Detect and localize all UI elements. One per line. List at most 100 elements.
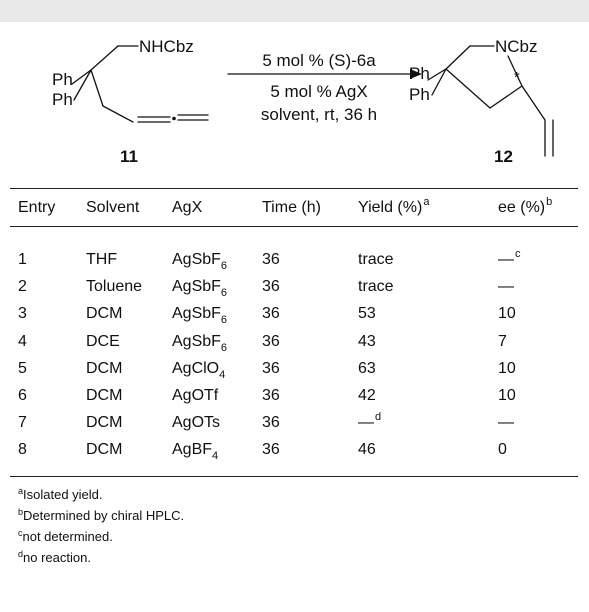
time-cell: 36 bbox=[262, 278, 280, 296]
footnote: bDetermined by chiral HPLC. bbox=[18, 506, 184, 527]
entry-cell: 6 bbox=[18, 387, 27, 404]
yield-value: 53 bbox=[358, 305, 376, 323]
product-bond-ph1 bbox=[427, 68, 447, 81]
ee-cell: 0 bbox=[498, 438, 507, 462]
yield-cell: 53 bbox=[358, 302, 376, 326]
table-bottom-rule bbox=[10, 476, 578, 477]
ee-cell: — bbox=[498, 411, 514, 435]
agx-subscript: 6 bbox=[220, 287, 228, 300]
solvent-cell: DCM bbox=[86, 359, 123, 377]
agx-subscript: 4 bbox=[212, 450, 219, 463]
reaction-scheme: Ph Ph NHCbz 11 5 mol % (S)-6a 5 mol % Ag… bbox=[0, 22, 589, 182]
column-header-text: ee (%) bbox=[498, 199, 546, 216]
footnote-mark: d bbox=[18, 549, 24, 559]
footnote-marker: b bbox=[546, 196, 553, 208]
agx-cell: AgSbF6 bbox=[172, 330, 227, 355]
stereocenter-asterisk: * bbox=[514, 69, 520, 86]
ee-value: — bbox=[498, 278, 514, 296]
agx-cell: AgBF4 bbox=[172, 438, 218, 463]
yield-cell: 42 bbox=[358, 384, 376, 408]
product-compound-label: 12 bbox=[494, 147, 513, 166]
ee-value: 7 bbox=[498, 332, 507, 350]
ee-value: 0 bbox=[498, 441, 507, 459]
footnote-marker: a bbox=[423, 196, 430, 208]
yield-value: 43 bbox=[358, 332, 376, 350]
agx-cell: AgSbF6 bbox=[172, 248, 227, 273]
condition-solvent-time: solvent, rt, 36 h bbox=[261, 105, 377, 124]
product-cbz-group: NCbz bbox=[495, 37, 538, 56]
solvent-cell: DCM bbox=[86, 305, 123, 323]
entry-cell: 3 bbox=[18, 305, 27, 323]
yield-value: 42 bbox=[358, 387, 376, 404]
product-ring-bond-3 bbox=[507, 55, 523, 87]
product-ring-bond-4 bbox=[489, 85, 523, 109]
yield-value: trace bbox=[358, 278, 394, 296]
footnote-mark: a bbox=[18, 486, 24, 496]
solvent-cell: Toluene bbox=[86, 278, 143, 296]
footnote-text: not determined. bbox=[22, 529, 113, 544]
product-ph-top: Ph bbox=[409, 64, 430, 83]
footnote-text: Isolated yield. bbox=[23, 487, 103, 502]
agx-formula: AgSbF bbox=[172, 305, 221, 323]
agx-formula: AgClO bbox=[172, 359, 220, 377]
yield-cell: trace bbox=[358, 275, 394, 299]
entry-cell: 4 bbox=[18, 332, 27, 350]
footnote-mark: b bbox=[18, 507, 24, 517]
yield-value: trace bbox=[358, 251, 394, 268]
yield-cell: 43 bbox=[358, 330, 376, 354]
solvent-cell: DCE bbox=[86, 332, 120, 350]
reactant-bond-ph1 bbox=[71, 69, 92, 85]
ee-value: 10 bbox=[498, 359, 516, 377]
footnote-marker: c bbox=[515, 248, 521, 260]
solvent-cell: DCM bbox=[86, 387, 123, 404]
reaction-arrow-head bbox=[410, 69, 422, 79]
reactant-bond-ph2 bbox=[73, 69, 92, 101]
product-bond-ph2 bbox=[431, 68, 447, 96]
agx-formula: AgOTs bbox=[172, 414, 221, 432]
reactant-compound-label: 11 bbox=[120, 147, 138, 166]
reactant-bond-to-allene bbox=[102, 105, 134, 123]
solvent-cell: DCM bbox=[86, 441, 123, 459]
footnote-marker: d bbox=[375, 411, 382, 424]
ee-value: — bbox=[498, 251, 514, 268]
product-ph-bottom: Ph bbox=[409, 85, 430, 104]
agx-cell: AgOTs bbox=[172, 411, 220, 435]
ee-cell: 10 bbox=[498, 302, 516, 326]
column-header: Entry bbox=[18, 196, 55, 220]
yield-cell: 46 bbox=[358, 438, 376, 462]
reactant-amine-group: NHCbz bbox=[139, 37, 194, 56]
agx-subscript: 6 bbox=[220, 341, 228, 354]
ee-cell: 7 bbox=[498, 330, 507, 354]
column-header-text: Entry bbox=[18, 199, 56, 216]
ee-cell: 10 bbox=[498, 384, 516, 408]
column-header: ee (%)b bbox=[498, 196, 552, 221]
reaction-scheme-svg: Ph Ph NHCbz 11 5 mol % (S)-6a 5 mol % Ag… bbox=[52, 37, 554, 166]
agx-formula: AgOTf bbox=[172, 387, 219, 404]
ee-value: — bbox=[498, 414, 514, 432]
time-cell: 36 bbox=[262, 251, 280, 268]
entry-cell: 5 bbox=[18, 359, 27, 377]
solvent-cell: DCM bbox=[86, 414, 123, 432]
column-header: AgX bbox=[172, 196, 202, 220]
agx-cell: AgOTf bbox=[172, 384, 218, 408]
yield-cell: —d bbox=[358, 411, 381, 436]
table-row: 5 DCM AgClO4 36 63 10 bbox=[0, 357, 589, 381]
agx-subscript: 4 bbox=[219, 368, 226, 381]
yield-cell: trace bbox=[358, 248, 394, 272]
column-header: Yield (%)a bbox=[358, 196, 429, 221]
yield-cell: 63 bbox=[358, 357, 376, 381]
footnote-text: Determined by chiral HPLC. bbox=[23, 508, 185, 523]
column-header: Time (h) bbox=[262, 196, 321, 220]
column-header-text: Time (h) bbox=[262, 199, 321, 216]
agx-formula: AgSbF bbox=[172, 251, 221, 268]
ee-value: 10 bbox=[498, 387, 516, 404]
allene-center-dot bbox=[172, 116, 176, 121]
agx-subscript: 6 bbox=[220, 260, 228, 272]
agx-formula: AgSbF bbox=[172, 278, 221, 296]
reactant-bond-ch2-down bbox=[90, 69, 104, 107]
yield-value: — bbox=[358, 414, 374, 432]
time-cell: 36 bbox=[262, 359, 280, 377]
